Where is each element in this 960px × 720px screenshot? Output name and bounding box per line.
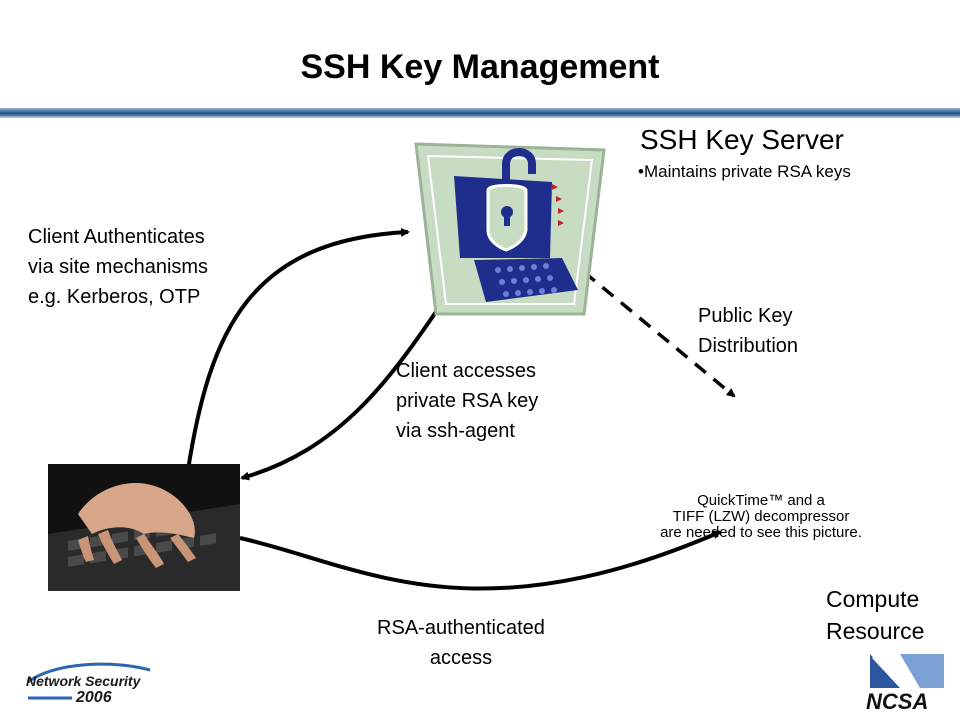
server-title: SSH Key Server xyxy=(640,124,844,155)
ncsa-logo-text: NCSA xyxy=(866,689,928,712)
auth-label-line: Client Authenticates xyxy=(28,226,205,248)
access-label-line: Client accesses xyxy=(396,360,537,382)
rsa-label-line: RSA-authenticated xyxy=(377,617,545,639)
public-key-label-line: Distribution xyxy=(698,335,799,357)
compute-resource-label: Compute Resource xyxy=(826,583,924,647)
title-divider xyxy=(0,108,960,118)
image-placeholder-message: QuickTime™ and a TIFF (LZW) decompressor… xyxy=(650,493,872,541)
laptop-typing-photo xyxy=(48,464,240,591)
auth-label-line: via site mechanisms xyxy=(28,256,209,278)
ncsa-logo: NCSA xyxy=(866,654,944,712)
access-label: Client accesses private RSA key via ssh-… xyxy=(396,356,538,446)
compute-label-line: Compute xyxy=(826,586,920,612)
access-label-line: via ssh-agent xyxy=(396,420,515,442)
network-security-logo-text: Network Security xyxy=(26,673,142,689)
compute-label-line: Resource xyxy=(826,618,925,644)
placeholder-line: QuickTime™ and a xyxy=(697,492,825,509)
network-security-logo: Network Security 2006 xyxy=(26,662,151,706)
auth-arrow xyxy=(186,227,410,471)
auth-label: Client Authenticates via site mechanisms… xyxy=(28,222,208,312)
key-access-arrow xyxy=(240,298,446,481)
rsa-access-arrow xyxy=(239,530,722,591)
auth-label-line: e.g. Kerberos, OTP xyxy=(28,286,201,308)
rsa-access-label: RSA-authenticated access xyxy=(330,613,592,673)
server-bullet: •Maintains private RSA keys xyxy=(638,162,851,181)
access-label-line: private RSA key xyxy=(396,390,539,412)
placeholder-line: TIFF (LZW) decompressor xyxy=(672,508,850,525)
rsa-label-line: access xyxy=(429,647,493,669)
page-title: SSH Key Management xyxy=(300,48,660,86)
public-key-label: Public Key Distribution xyxy=(698,301,798,361)
key-server-icon xyxy=(414,142,606,316)
placeholder-line: are needed to see this picture. xyxy=(660,524,862,541)
public-key-distribution-arrow xyxy=(582,270,736,398)
network-security-logo-year: 2006 xyxy=(75,689,112,706)
public-key-label-line: Public Key xyxy=(698,305,793,327)
